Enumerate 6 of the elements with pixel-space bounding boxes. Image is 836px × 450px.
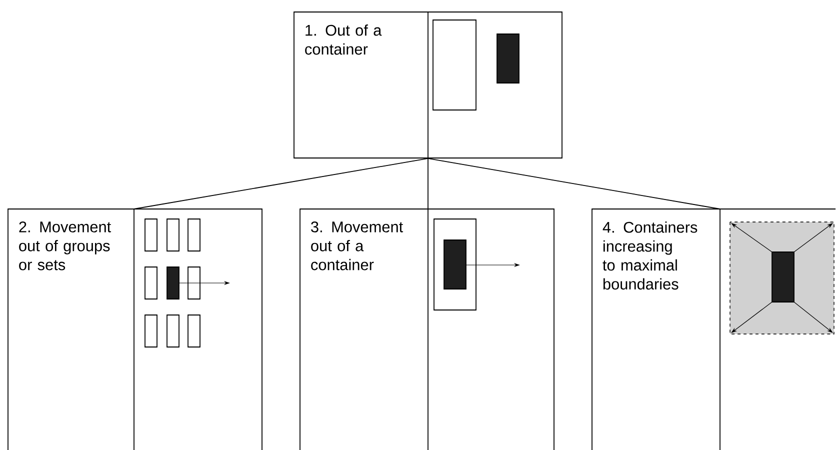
panel-box: 2. Movement out of groups or sets [8, 208, 262, 450]
panel-box: 4. Containers increasing to maximal boundaries [592, 208, 836, 450]
connector-line [134, 158, 428, 210]
connector-line [428, 158, 720, 210]
panel-box: 3. Movement out of a container [300, 208, 554, 450]
panel-box: 1. Out of a container [294, 12, 562, 158]
